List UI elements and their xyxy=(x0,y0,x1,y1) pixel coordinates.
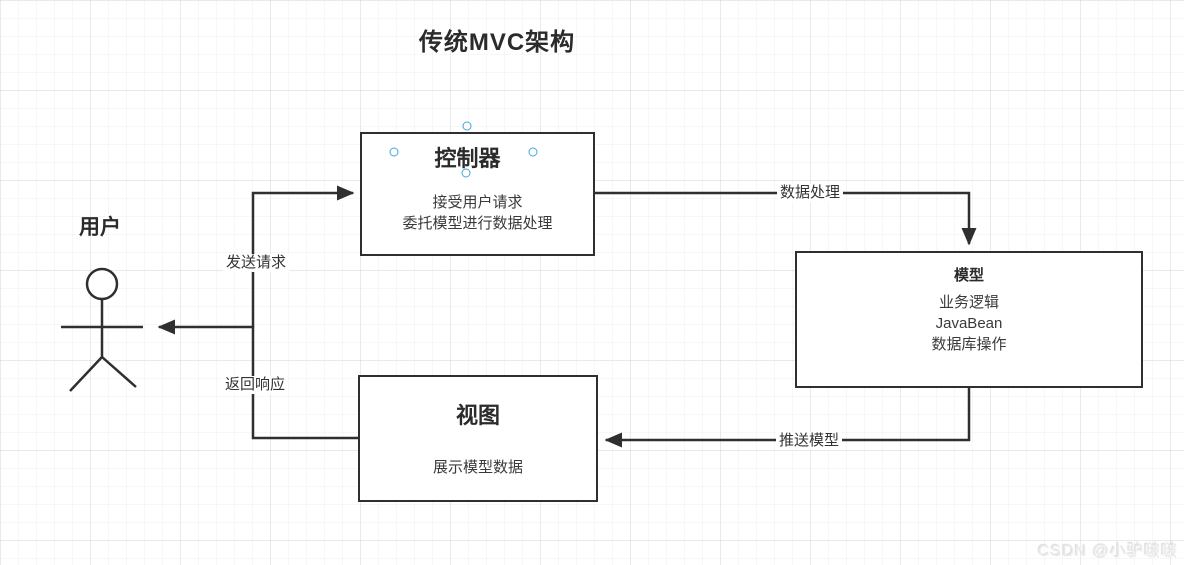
stick-figure-leg-right xyxy=(101,356,137,388)
node-model[interactable]: 模型 业务逻辑 JavaBean 数据库操作 xyxy=(795,251,1143,388)
selection-handle-right[interactable] xyxy=(528,147,538,157)
controller-body-line: 接受用户请求 xyxy=(432,193,523,211)
view-title: 视图 xyxy=(455,403,500,428)
view-body-line: 展示模型数据 xyxy=(432,458,523,476)
controller-body-line: 委托模型进行数据处理 xyxy=(402,214,553,232)
selection-handle-left[interactable] xyxy=(389,147,399,157)
csdn-watermark: CSDN @小驴啵啵 xyxy=(1037,543,1178,560)
selection-handle-bottom[interactable] xyxy=(461,168,471,178)
edge-label-return-response[interactable]: 返回响应 xyxy=(221,376,289,394)
controller-title[interactable]: 控制器 xyxy=(434,146,501,171)
model-body-line: JavaBean xyxy=(935,315,1003,333)
diagram-title[interactable]: 传统MVC架构 xyxy=(418,29,576,56)
stick-figure-head xyxy=(85,267,119,301)
edge-label-send-request[interactable]: 发送请求 xyxy=(222,254,290,272)
stick-figure-leg-left xyxy=(69,356,103,392)
user-stick-figure[interactable] xyxy=(61,267,143,392)
edge-label-push-model[interactable]: 推送模型 xyxy=(775,432,843,450)
node-view[interactable]: 视图 展示模型数据 xyxy=(358,375,598,502)
model-title: 模型 xyxy=(953,267,984,284)
node-controller[interactable]: 控制器 接受用户请求 委托模型进行数据处理 xyxy=(360,132,595,256)
edge-label-data-processing[interactable]: 数据处理 xyxy=(776,184,844,202)
model-body-line: 业务逻辑 xyxy=(938,294,999,312)
model-body-line: 数据库操作 xyxy=(931,336,1007,354)
user-actor-label[interactable]: 用户 xyxy=(79,216,121,239)
selection-handle-top[interactable] xyxy=(462,121,472,131)
